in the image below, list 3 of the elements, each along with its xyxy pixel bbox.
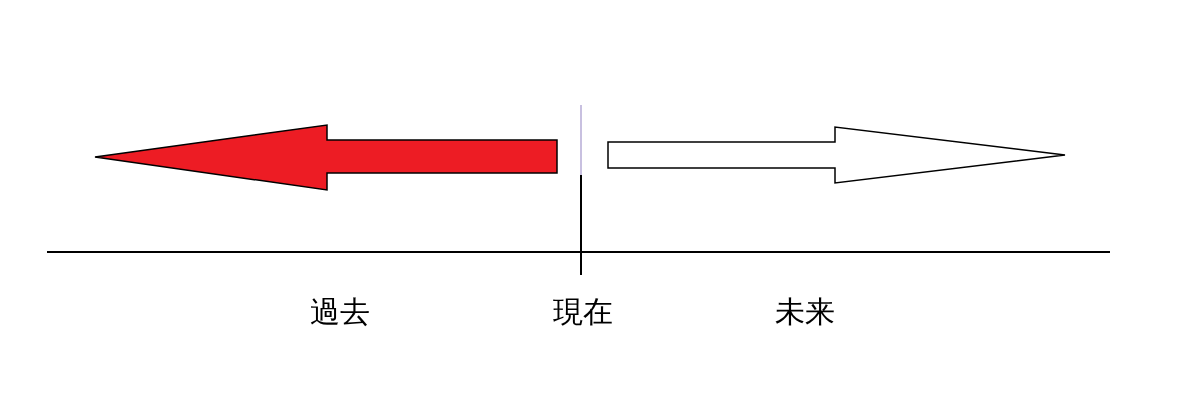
- timeline-label: 現在: [553, 293, 613, 331]
- timeline-label: 未来: [775, 293, 835, 331]
- timeline-label: 過去: [310, 293, 370, 331]
